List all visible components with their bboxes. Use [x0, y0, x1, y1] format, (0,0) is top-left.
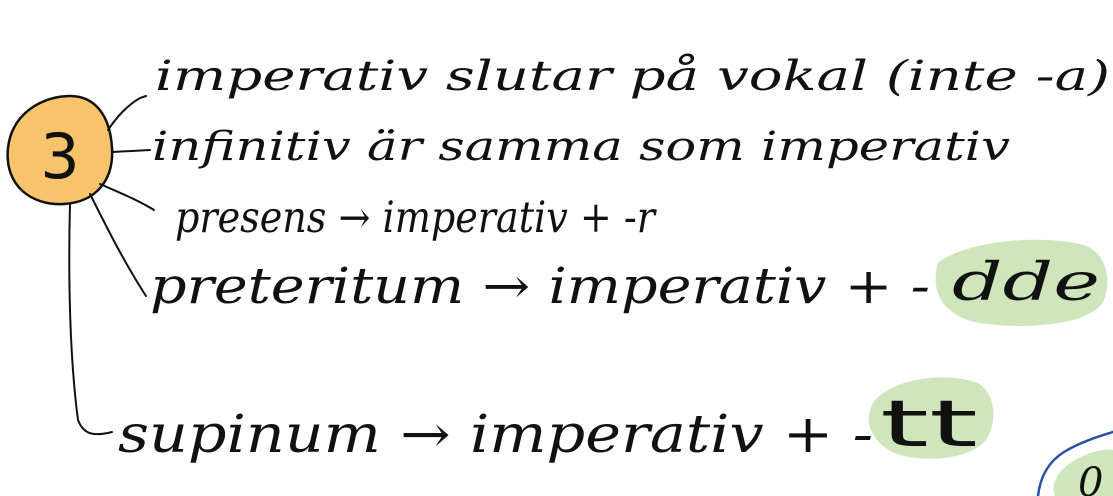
imperative-rule-text: imperativ slutar på vokal (inte -a)	[155, 52, 1110, 100]
partial-glyph: 0	[1078, 460, 1103, 496]
tt-highlight	[868, 377, 994, 459]
connector-line-imperative	[107, 95, 147, 131]
supine-ending-highlighted: tt	[880, 388, 978, 462]
present-rule-text: presens → imperativ + -r	[175, 193, 657, 243]
rule-number: 3	[40, 120, 79, 193]
dde-highlight	[935, 239, 1108, 326]
infinitive-rule-text: infinitiv är samma som imperativ	[152, 124, 1011, 170]
connector-line-present	[99, 183, 155, 211]
partial-shape-outline	[1036, 430, 1113, 496]
preterite-ending-highlighted: dde	[952, 253, 1100, 313]
connector-line-preterite	[89, 193, 147, 297]
corner-shape-highlight	[1053, 449, 1113, 496]
connector-line-infinitive	[111, 149, 151, 153]
supine-rule-prefix: supinum → imperativ + -	[118, 405, 873, 465]
preterite-rule-prefix: preteritum → imperativ + -	[150, 257, 930, 315]
connector-line-supine	[68, 203, 113, 436]
number-circle	[6, 94, 114, 206]
